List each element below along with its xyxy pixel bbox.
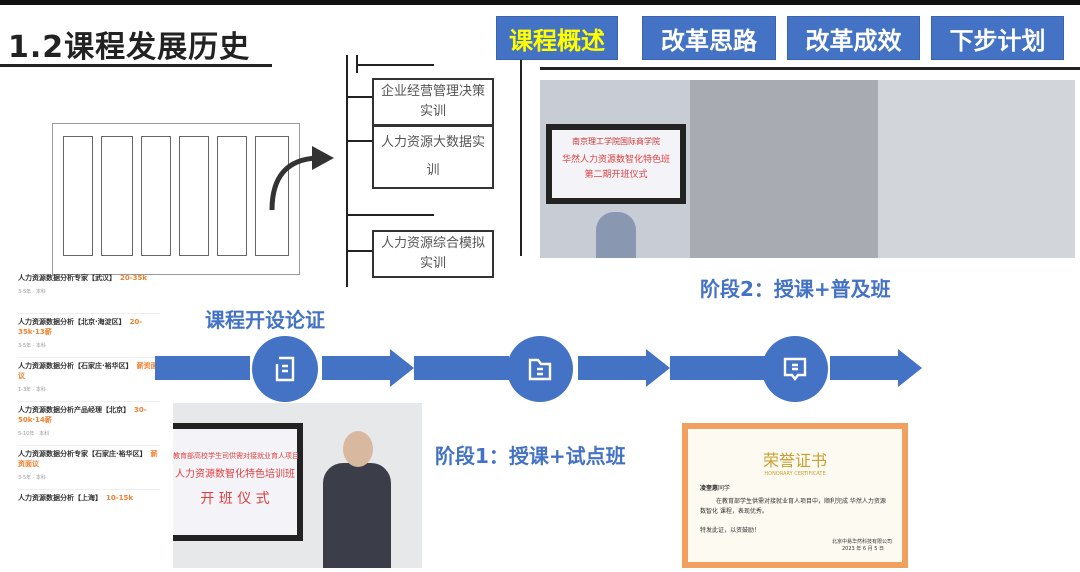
timeline-band <box>322 356 390 380</box>
timeline-band <box>830 356 898 380</box>
stage1-label: 阶段1：授课+试点班 <box>435 444 626 468</box>
title-underline <box>0 64 272 67</box>
arrow-icon <box>390 349 414 387</box>
timeline-band <box>414 356 509 380</box>
list-item: 人力资源数据分析【上海】10-15k <box>18 494 134 502</box>
connector-line <box>520 60 522 256</box>
tab-reform-ideas[interactable]: 改革思路 <box>642 16 776 60</box>
curved-arrow-icon <box>269 146 334 211</box>
message-icon <box>762 336 828 402</box>
flowchart-image <box>52 123 300 275</box>
timeline-band <box>155 356 250 380</box>
folder-icon <box>507 336 573 402</box>
top-bar <box>0 0 1080 5</box>
arrow-icon <box>898 349 922 387</box>
timeline-band <box>670 356 765 380</box>
opening-ceremony-photo: 教育部高校学生司供需对接就业育人项目 人力资源数智化特色培训班 开 班 仪 式 <box>173 403 422 568</box>
timeline-band <box>578 356 646 380</box>
class-photo-collage: 南京理工学院国际商学院 华然人力资源数智化特色班 第二期开班仪式 <box>540 80 1075 258</box>
tab-course-overview[interactable]: 课程概述 <box>496 16 618 60</box>
honor-certificate: 荣誉证书 HONORARY CERTIFICATE 凌奎惠同学 在教育部学生供需… <box>682 423 908 568</box>
diagram-line <box>346 55 348 287</box>
diagram-box: 企业经营管理决策实训 <box>372 78 494 126</box>
step0-label: 课程开设论证 <box>205 308 325 332</box>
diagram-box: 人力资源大数据实训 <box>372 125 494 189</box>
diagram-box: 人力资源综合模拟实训 <box>372 230 494 278</box>
page-title: 1.2课程发展历史 <box>8 30 251 65</box>
document-icon <box>252 336 318 402</box>
tab-reform-results[interactable]: 改革成效 <box>787 16 920 60</box>
stage2-label: 阶段2：授课+普及班 <box>700 277 891 301</box>
divider <box>540 67 1080 70</box>
tab-next-plan[interactable]: 下步计划 <box>931 16 1064 60</box>
arrow-icon <box>646 349 670 387</box>
